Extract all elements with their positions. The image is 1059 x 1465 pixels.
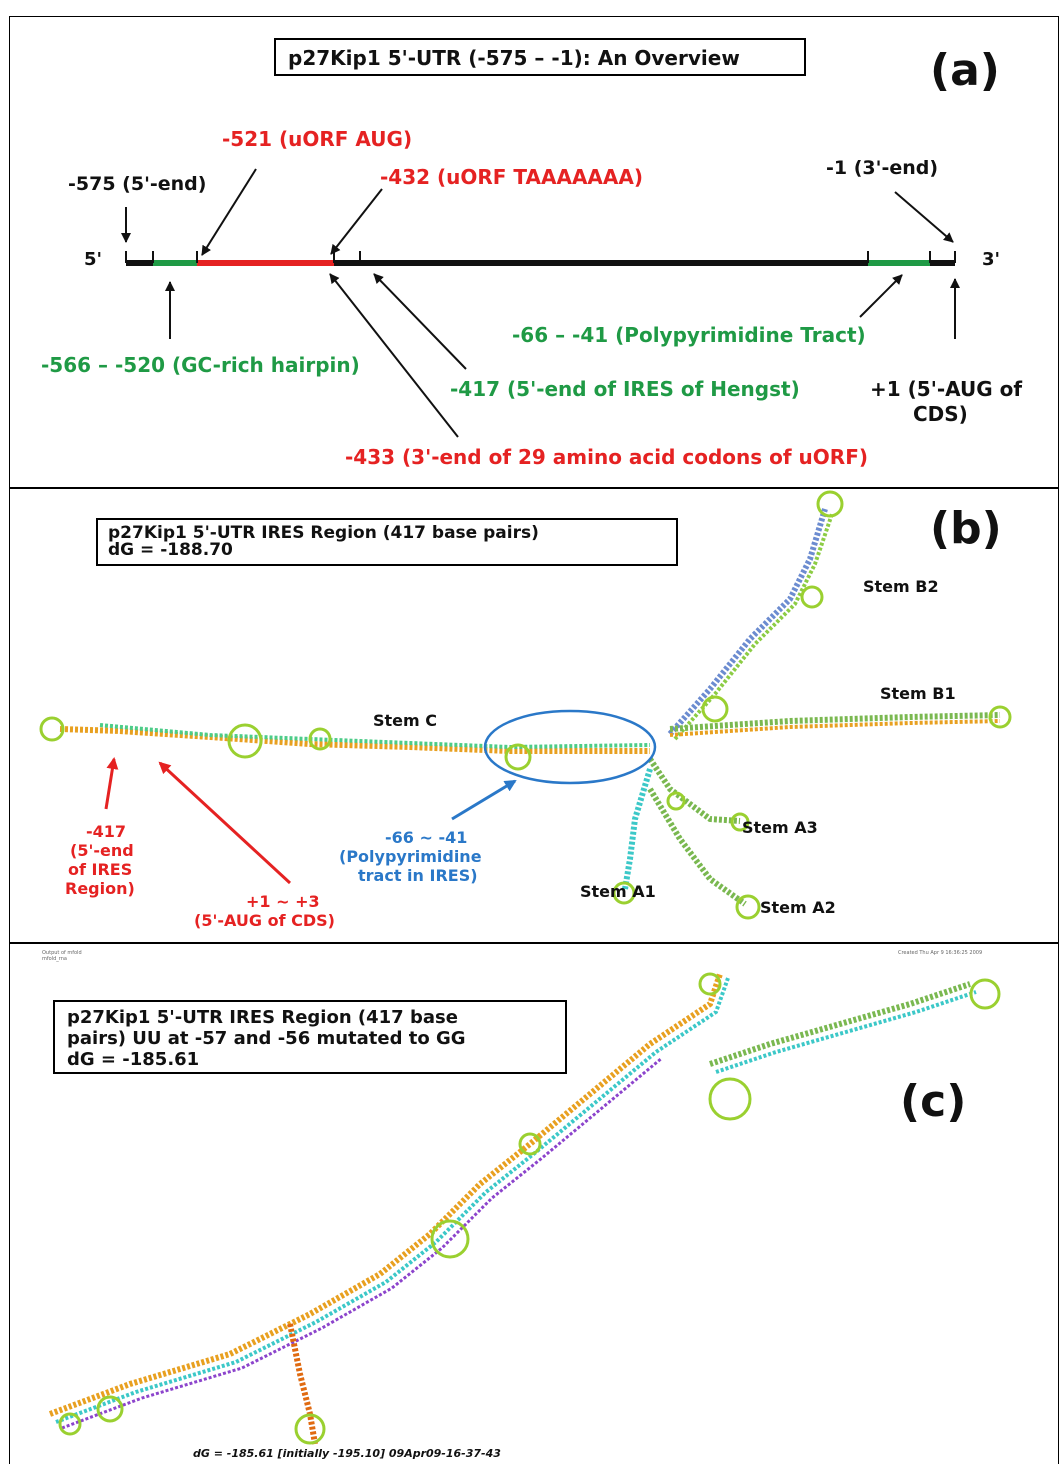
label-432: -432 (uORF TAAAAAAA) xyxy=(380,165,643,189)
annot-plus1-line2: (5'-AUG of CDS) xyxy=(194,911,335,930)
annot-417-line2: (5'-end xyxy=(70,841,134,860)
label-plus1-line1: +1 (5'-AUG of xyxy=(870,377,1023,401)
stem-b2-strand xyxy=(667,508,828,736)
upper-branch-strand xyxy=(709,981,971,1067)
utr-overview-diagram xyxy=(121,168,960,438)
annot-417-line3: of IRES xyxy=(68,860,133,879)
annot-66-line3: tract in IRES) xyxy=(358,866,478,885)
mfold-header-right: Created Thu Apr 9 16:36:25 2009 xyxy=(898,950,983,956)
stem-a2-strand xyxy=(647,787,747,907)
stem-a3-label: Stem A3 xyxy=(742,818,818,837)
panel-c-title-line3: dG = -185.61 xyxy=(67,1049,200,1070)
stem-b1-strand xyxy=(669,712,1001,732)
panel-a-title-box: p27Kip1 5'-UTR (-575 – -1): An Overview xyxy=(274,38,806,76)
main-helix-strand xyxy=(48,973,723,1417)
panel-c-title-line1: p27Kip1 5'-UTR IRES Region (417 base xyxy=(67,1007,458,1028)
arrow-66 xyxy=(859,274,903,318)
stem-c-label: Stem C xyxy=(373,711,438,730)
annot-417-line4: Region) xyxy=(65,879,135,898)
stem-b2-label: Stem B2 xyxy=(863,577,939,596)
panel-b-title-line1: p27Kip1 5'-UTR IRES Region (417 base pai… xyxy=(108,523,539,543)
label-66: -66 – -41 (Polypyrimidine Tract) xyxy=(512,323,866,347)
arrow-plus1-b xyxy=(158,761,292,885)
arrow-521 xyxy=(201,168,257,256)
stem-a2-label: Stem A2 xyxy=(760,898,836,917)
mfold-header-left-1: Output of mfold xyxy=(42,950,82,956)
panel-b-letter: (b) xyxy=(930,503,1002,554)
annot-417-line1: -417 xyxy=(86,822,127,841)
label-417: -417 (5'-end of IRES of Hengst) xyxy=(450,377,800,401)
stem-b1-label: Stem B1 xyxy=(880,684,956,703)
panel-a-title: p27Kip1 5'-UTR (-575 – -1): An Overview xyxy=(288,46,740,70)
panel-b-title-box: p27Kip1 5'-UTR IRES Region (417 base pai… xyxy=(96,518,678,566)
mfold-header-left-2: mfold_rna xyxy=(42,956,67,962)
stem-a1-label: Stem A1 xyxy=(580,882,656,901)
lower-branch-strand xyxy=(287,1323,318,1445)
arrow-417-b xyxy=(104,757,119,810)
label-433: -433 (3'-end of 29 amino acid codons of … xyxy=(345,445,868,469)
arrow-417 xyxy=(373,273,467,370)
panel-a-letter: (a) xyxy=(930,45,1000,96)
rna-structure-c xyxy=(48,972,1001,1445)
label-575: -575 (5'-end) xyxy=(68,173,207,195)
arrow-66-b xyxy=(451,779,517,821)
panel-c-title-box: p27Kip1 5'-UTR IRES Region (417 base pai… xyxy=(53,1000,567,1074)
five-prime-label: 5' xyxy=(84,249,103,270)
panel-c-footer: dG = -185.61 [initially -195.10] 09Apr09… xyxy=(193,1447,501,1460)
panel-a-overview: p27Kip1 5'-UTR (-575 – -1): An Overview … xyxy=(9,16,1059,488)
label-566: -566 – -520 (GC-rich hairpin) xyxy=(41,353,360,377)
label-plus1-line2: CDS) xyxy=(913,402,968,426)
panel-b-title-line2: dG = -188.70 xyxy=(108,540,233,560)
label-1: -1 (3'-end) xyxy=(826,157,939,179)
arrow-1 xyxy=(894,191,954,243)
annot-66-line1: -66 ~ -41 xyxy=(385,828,468,847)
label-521: -521 (uORF AUG) xyxy=(222,127,413,151)
panel-c-mutant-structure: Output of mfold mfold_rna Created Thu Ap… xyxy=(9,943,1059,1464)
panel-c-title-line2: pairs) UU at -57 and -56 mutated to GG xyxy=(67,1028,466,1049)
rna-structure-b xyxy=(39,490,1012,920)
annot-66-line2: (Polypyrimidine xyxy=(339,847,482,866)
polypyrimidine-ellipse xyxy=(483,709,657,785)
arrow-433 xyxy=(329,273,459,438)
stem-a3-strand xyxy=(647,757,741,824)
arrow-432 xyxy=(330,188,383,255)
panel-c-letter: (c) xyxy=(900,1076,967,1127)
three-prime-label: 3' xyxy=(982,249,1001,270)
annot-plus1-line1: +1 ~ +3 xyxy=(246,892,320,911)
panel-b-ires-structure: p27Kip1 5'-UTR IRES Region (417 base pai… xyxy=(9,488,1059,943)
stem-a1-strand xyxy=(622,768,653,890)
